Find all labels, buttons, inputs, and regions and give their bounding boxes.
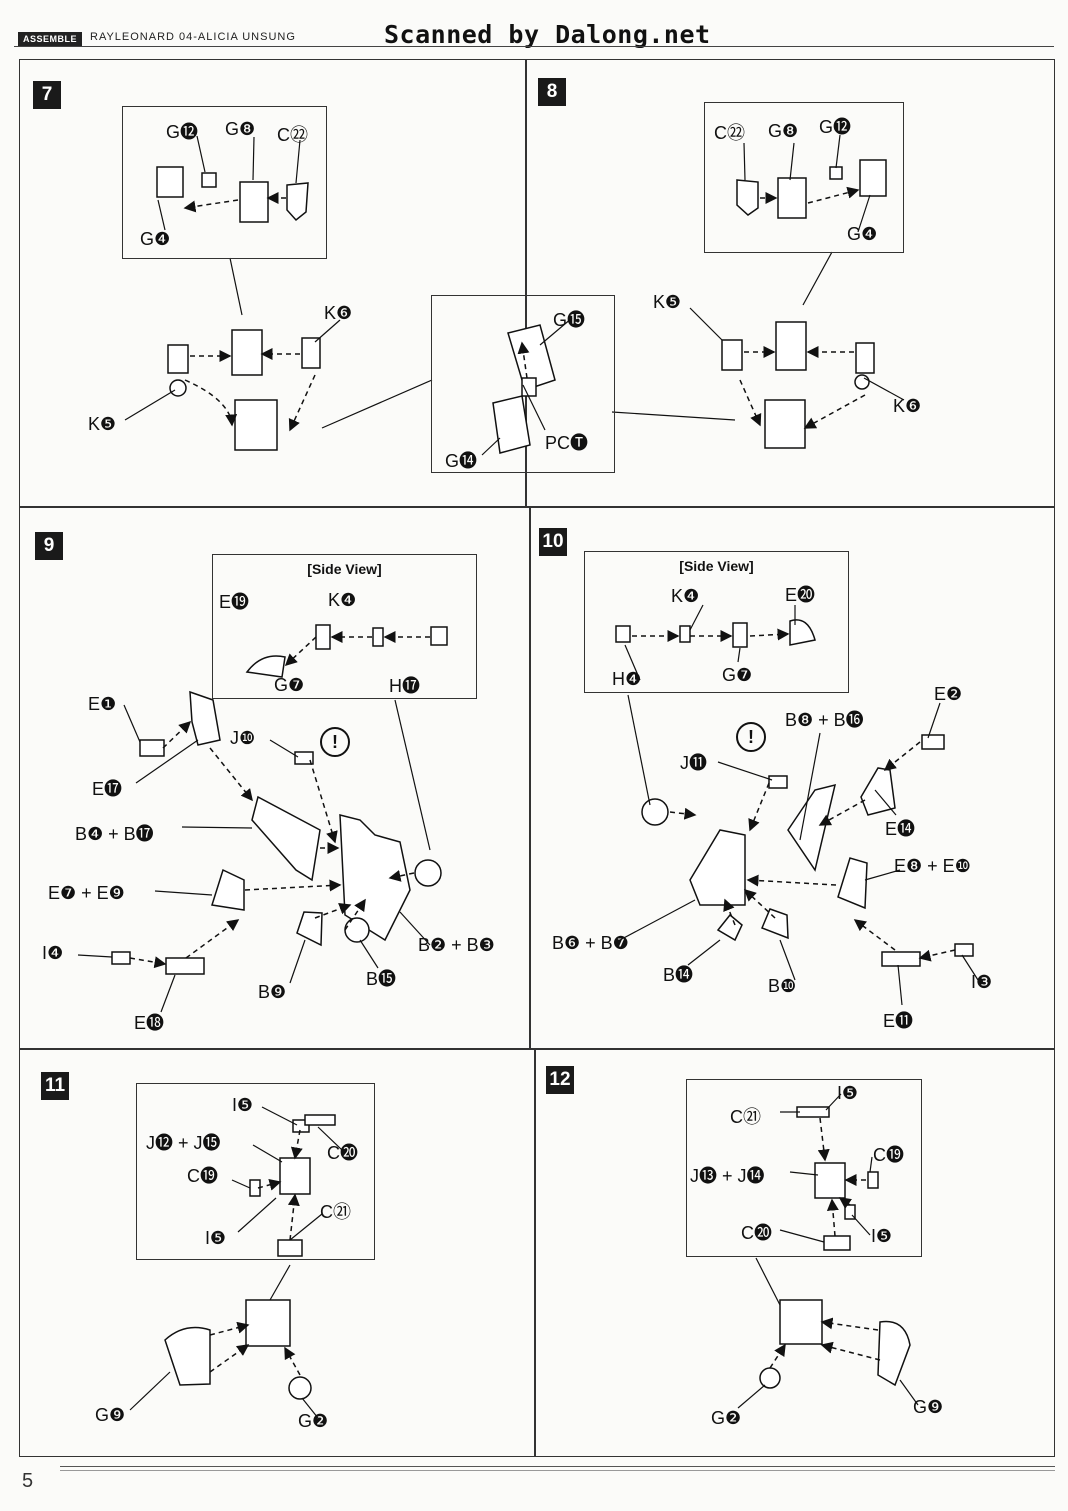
assemble-badge: ASSEMBLE (18, 32, 83, 46)
divider-h1 (19, 506, 1055, 508)
label: B❽ + B⓰ (785, 710, 864, 730)
label: E⓮ (885, 819, 916, 839)
label: J❿ (230, 728, 256, 748)
step11-parts (164, 1114, 336, 1400)
label: G⓬ (166, 122, 199, 142)
step9-parts (111, 624, 448, 975)
step11-detail-inset (136, 1083, 375, 1260)
label: I❹ (42, 943, 64, 963)
label: G⓮ (445, 451, 478, 471)
label: C㉑ (730, 1107, 761, 1127)
label: G❼ (722, 665, 753, 685)
label: B⓮ (663, 965, 694, 985)
step9-side-view-inset: [Side View] (212, 554, 477, 699)
page-header: ASSEMBLE RAYLEONARD 04-ALICIA UNSUNG Sca… (14, 20, 1054, 49)
divider-v1 (525, 59, 527, 507)
label: E⓳ (219, 592, 250, 612)
label: J⓬ + J⓯ (146, 1133, 221, 1153)
shared-detail-inset (431, 295, 615, 473)
label: B❷ + B❸ (418, 935, 495, 955)
model-name: RAYLEONARD 04-ALICIA UNSUNG (90, 31, 296, 43)
step-number-8: 8 (538, 78, 566, 106)
label: E⓫ (883, 1011, 914, 1031)
label: E⓲ (134, 1013, 165, 1033)
label: C⓳ (187, 1166, 218, 1186)
label: G❼ (274, 675, 305, 695)
label: E⓱ (92, 779, 123, 799)
step-number-9: 9 (35, 532, 63, 560)
label: K❹ (671, 586, 700, 606)
caution-icon: ! (320, 727, 350, 757)
step8-detail-inset (704, 102, 904, 253)
label: E❼ + E❾ (48, 883, 125, 903)
label: J⓭ + J⓮ (690, 1166, 765, 1186)
label: K❻ (893, 396, 922, 416)
label: J⓫ (680, 753, 707, 773)
label: C㉒ (714, 123, 745, 143)
footer-divider (60, 1466, 1055, 1467)
label: E❽ + E❿ (894, 856, 971, 876)
label: I❺ (232, 1095, 254, 1115)
footer-divider-2 (60, 1470, 1055, 1471)
label: G❾ (913, 1397, 944, 1417)
shared-parts (492, 324, 556, 454)
scan-credit: Scanned by Dalong.net (384, 20, 711, 49)
step10-side-view-inset: [Side View] (584, 551, 849, 693)
label: G❷ (711, 1408, 742, 1428)
label: B❹ + B⓱ (75, 824, 154, 844)
label: B❾ (258, 982, 287, 1002)
label: C㉒ (277, 125, 308, 145)
step7-detail-inset (122, 106, 327, 259)
label: H⓱ (389, 676, 420, 696)
inset-title: [Side View] (679, 558, 754, 574)
step8-parts (721, 159, 887, 449)
label: G❷ (298, 1411, 329, 1431)
label: K❹ (328, 590, 357, 610)
label: C⓴ (741, 1223, 772, 1243)
step12-detail-inset (686, 1079, 922, 1257)
divider-v3 (534, 1049, 536, 1457)
label: E❷ (934, 684, 963, 704)
header-divider (14, 46, 1054, 47)
instruction-grid (19, 59, 1055, 1457)
label: B❿ (768, 976, 797, 996)
label: K❻ (324, 303, 353, 323)
label: E⓴ (785, 585, 816, 605)
page-number: 5 (22, 1470, 34, 1492)
label: H❹ (612, 669, 642, 689)
label: B❻ + B❼ (552, 933, 629, 953)
label: I❸ (971, 972, 993, 992)
divider-v2 (529, 507, 531, 1049)
step-number-10: 10 (539, 528, 567, 556)
label: G⓬ (819, 117, 852, 137)
label: C⓴ (327, 1143, 358, 1163)
label: PC🅣 (545, 433, 589, 453)
inset-title: [Side View] (307, 561, 382, 577)
step10-parts (615, 619, 974, 967)
step7-parts (156, 166, 321, 451)
label: G❾ (95, 1405, 126, 1425)
step12-parts (759, 1106, 911, 1389)
label: G⓯ (553, 310, 586, 330)
label: G❹ (140, 229, 171, 249)
label: B⓯ (366, 969, 397, 989)
label: E❶ (88, 694, 117, 714)
label: G❽ (225, 119, 256, 139)
step-number-11: 11 (41, 1072, 69, 1100)
label: C㉑ (320, 1202, 351, 1222)
label: G❹ (847, 224, 878, 244)
label: I❺ (837, 1083, 859, 1103)
caution-icon: ! (736, 722, 766, 752)
label: I❺ (871, 1226, 893, 1246)
label: K❺ (88, 414, 117, 434)
step-number-12: 12 (546, 1066, 574, 1094)
label: G❽ (768, 121, 799, 141)
label: C⓳ (873, 1145, 904, 1165)
label: I❺ (205, 1228, 227, 1248)
step-number-7: 7 (33, 81, 61, 109)
label: K❺ (653, 292, 682, 312)
divider-h2 (19, 1048, 1055, 1050)
